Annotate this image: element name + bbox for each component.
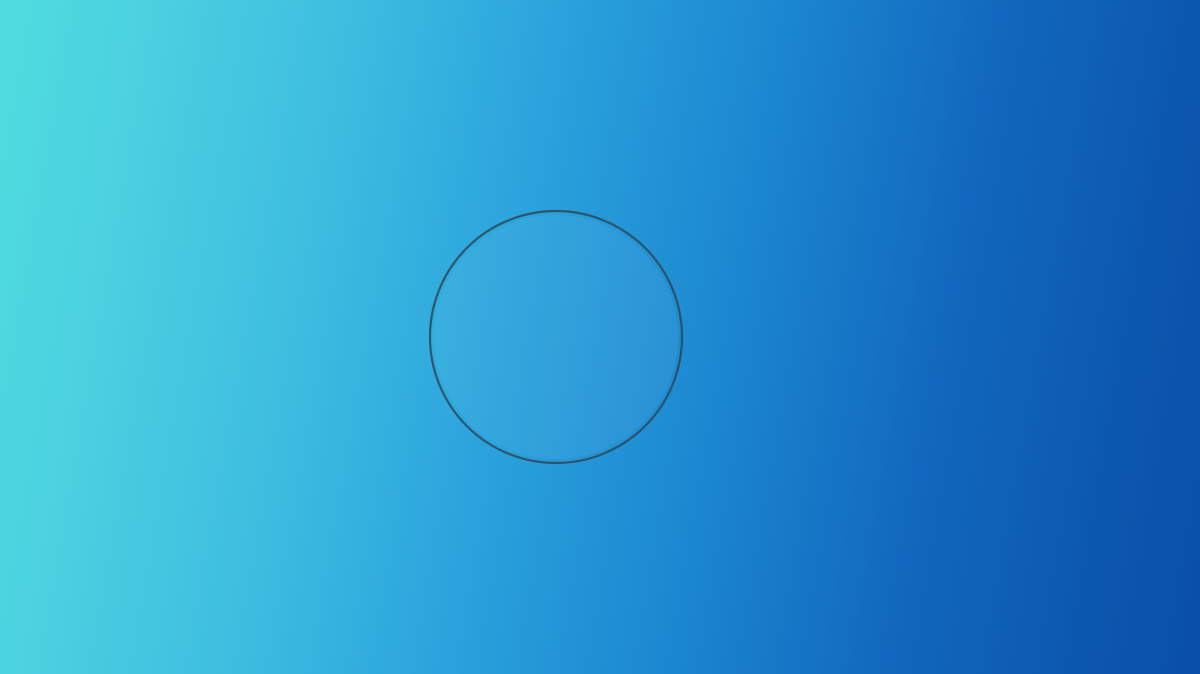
center-hub-ring <box>428 209 684 465</box>
center-glow <box>434 215 678 459</box>
